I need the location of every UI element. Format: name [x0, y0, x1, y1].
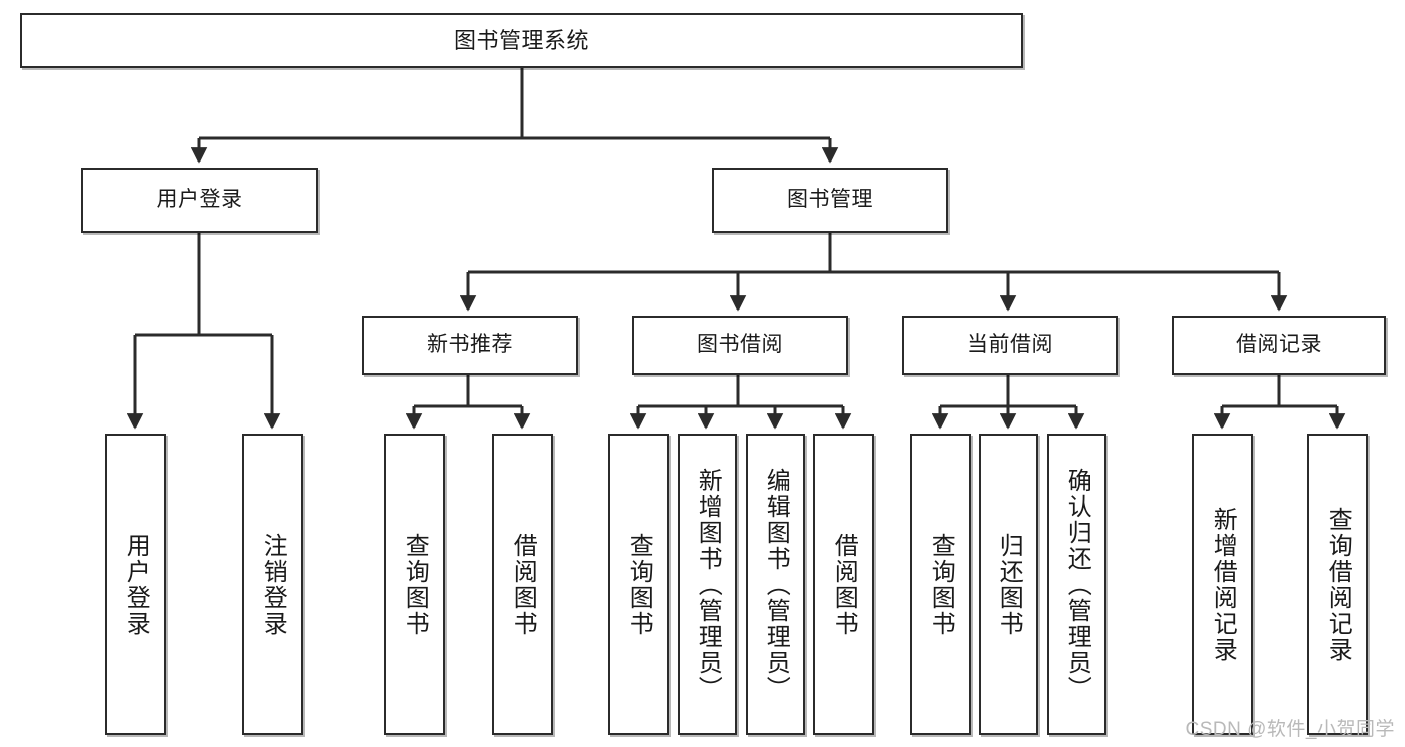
node-label: 查询图书 — [927, 532, 955, 637]
node-book-management[interactable]: 图书管理 — [712, 168, 948, 233]
node-label: 图书管理系统 — [453, 27, 589, 53]
leaf-add-book-admin[interactable]: 新增图书（管理员） — [678, 434, 737, 735]
node-label: 注销登录 — [259, 532, 287, 637]
leaf-borrow-book-recommend[interactable]: 借阅图书 — [492, 434, 553, 735]
leaf-confirm-return-admin[interactable]: 确认归还（管理员） — [1047, 434, 1106, 735]
node-label: 用户登录 — [122, 532, 150, 637]
node-label: 借阅图书 — [509, 532, 537, 637]
node-label: 编辑图书（管理员） — [762, 467, 790, 702]
node-label: 归还图书 — [995, 532, 1023, 637]
node-label: 查询图书 — [625, 532, 653, 637]
leaf-query-book-borrow[interactable]: 查询图书 — [608, 434, 669, 735]
leaf-borrow-book[interactable]: 借阅图书 — [813, 434, 874, 735]
node-label: 查询图书 — [401, 532, 429, 637]
leaf-query-book-recommend[interactable]: 查询图书 — [384, 434, 445, 735]
node-label: 查询借阅记录 — [1324, 506, 1352, 663]
node-label: 新增借阅记录 — [1209, 506, 1237, 663]
node-label: 当前借阅 — [967, 333, 1053, 357]
node-current-borrow[interactable]: 当前借阅 — [902, 316, 1118, 375]
node-label: 图书借阅 — [697, 333, 783, 357]
leaf-return-book[interactable]: 归还图书 — [979, 434, 1038, 735]
node-label: 图书管理 — [787, 188, 873, 212]
node-label: 确认归还（管理员） — [1063, 467, 1091, 702]
node-new-book-recommend[interactable]: 新书推荐 — [362, 316, 578, 375]
node-borrow-record[interactable]: 借阅记录 — [1172, 316, 1386, 375]
leaf-logout[interactable]: 注销登录 — [242, 434, 303, 735]
node-label: 新书推荐 — [427, 333, 513, 357]
node-label: 用户登录 — [156, 188, 243, 212]
leaf-user-login[interactable]: 用户登录 — [105, 434, 166, 735]
node-label: 借阅记录 — [1236, 333, 1322, 357]
leaf-add-borrow-record[interactable]: 新增借阅记录 — [1192, 434, 1253, 735]
node-root-system[interactable]: 图书管理系统 — [20, 13, 1023, 68]
leaf-query-book-current[interactable]: 查询图书 — [910, 434, 971, 735]
leaf-query-borrow-record[interactable]: 查询借阅记录 — [1307, 434, 1368, 735]
node-label: 借阅图书 — [830, 532, 858, 637]
node-user-login[interactable]: 用户登录 — [81, 168, 318, 233]
node-label: 新增图书（管理员） — [694, 467, 722, 702]
leaf-edit-book-admin[interactable]: 编辑图书（管理员） — [746, 434, 805, 735]
node-book-borrow[interactable]: 图书借阅 — [632, 316, 848, 375]
